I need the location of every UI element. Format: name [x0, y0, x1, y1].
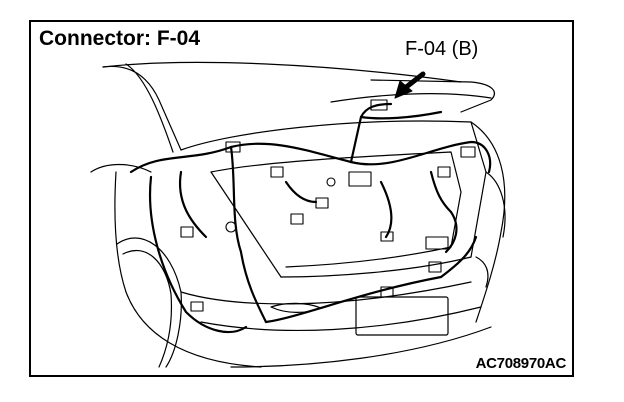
wiring-harness — [129, 102, 492, 334]
vehicle-rear-illustration — [90, 61, 506, 368]
harness-connectors — [180, 99, 476, 312]
figure-code: AC708970AC — [475, 355, 567, 372]
car-body-outline — [90, 61, 506, 368]
diagram-frame: Connector: F-04 F-04 (B) AC708970AC — [29, 20, 574, 377]
callout-arrow-icon — [394, 71, 426, 99]
connector-callout-label: F-04 (B) — [405, 38, 479, 60]
diagram-title: Connector: F-04 — [39, 27, 201, 50]
